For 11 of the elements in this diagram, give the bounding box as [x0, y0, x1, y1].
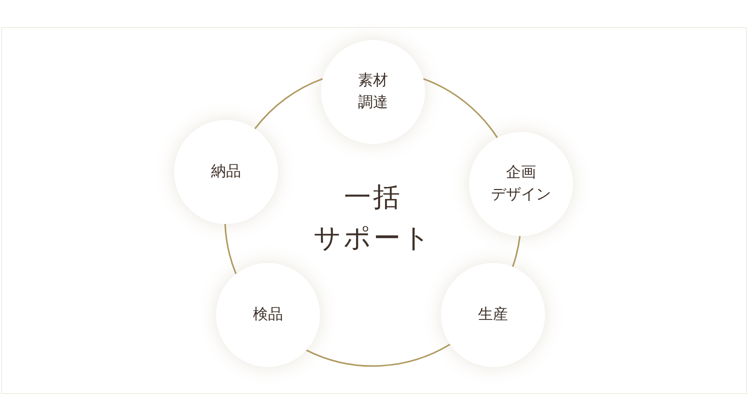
- ring-arc: [224, 224, 237, 274]
- step-label: 企画デザイン: [490, 162, 552, 205]
- center-title: 一括サポート: [312, 181, 434, 256]
- ring-arc: [423, 78, 498, 138]
- step-label: 生産: [477, 304, 509, 326]
- ring-arc: [512, 236, 521, 267]
- ring-arc: [254, 78, 323, 130]
- step-label: 素材調達: [357, 70, 389, 113]
- step-label: 納品: [210, 161, 242, 182]
- step-label: 検品: [252, 304, 284, 326]
- ring-arc: [306, 344, 450, 367]
